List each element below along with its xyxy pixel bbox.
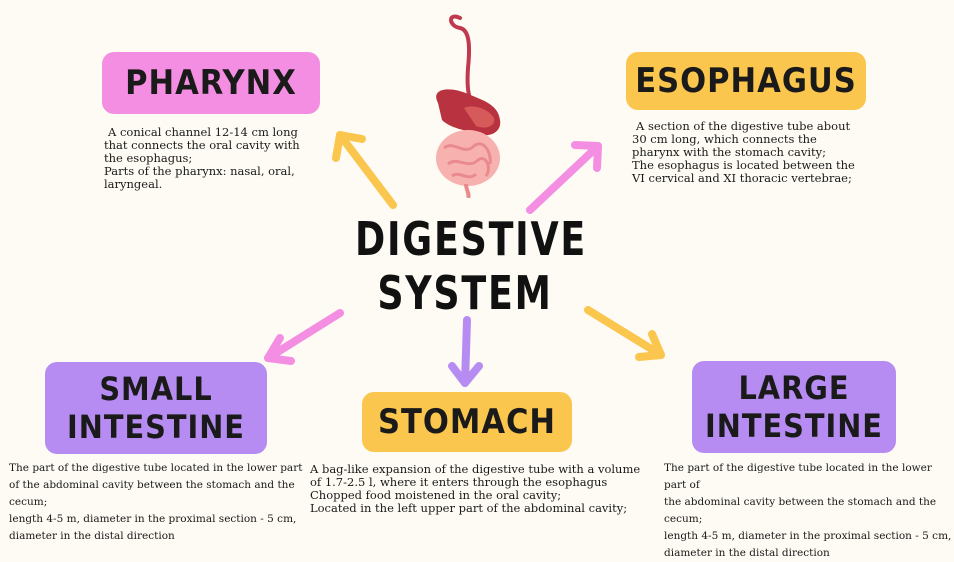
arrow-to-esophagus: [530, 145, 598, 210]
diagram-title: DIGESTIVE SYSTEM: [340, 212, 590, 320]
small-intestine-desc-line: cecum;: [9, 494, 309, 511]
large-intestine-description: The part of the digestive tube located i…: [664, 460, 954, 562]
arrow-to-pharynx: [336, 135, 393, 205]
small-intestine-desc-line: The part of the digestive tube located i…: [9, 460, 309, 477]
esophagus-label-text: ESOPHAGUS: [635, 61, 857, 101]
large-intestine-label-line-1: LARGE: [738, 369, 849, 407]
large-intestine-label-line-2: INTESTINE: [705, 407, 883, 445]
large-intestine-desc-line: the abdominal cavity between the stomach…: [664, 494, 954, 511]
stomach-label: STOMACH: [362, 392, 572, 452]
stomach-label-text: STOMACH: [378, 402, 556, 442]
large-intestine-desc-line: The part of the digestive tube located i…: [664, 460, 954, 494]
large-intestine-desc-line: diameter in the distal direction: [664, 545, 954, 562]
pharynx-label-text: PHARYNX: [125, 63, 297, 103]
small-intestine-label-line-2: INTESTINE: [67, 408, 245, 446]
stomach-desc-line: Located in the left upper part of the ab…: [310, 502, 655, 515]
large-intestine-desc-line: cecum;: [664, 511, 954, 528]
small-intestine-label: SMALL INTESTINE: [45, 362, 267, 454]
stomach-description: A bag-like expansion of the digestive tu…: [310, 463, 655, 515]
digestive-organs-icon: [420, 8, 515, 198]
large-intestine-label: LARGE INTESTINE: [692, 361, 896, 453]
small-intestine-desc-line: length 4-5 m, diameter in the proximal s…: [9, 511, 309, 528]
arrow-to-small-intestine: [268, 313, 340, 361]
esophagus-desc-line: VI cervical and XI thoracic vertebrae;: [632, 172, 902, 185]
arrow-to-stomach: [452, 320, 479, 383]
title-line-2: SYSTEM: [355, 266, 575, 320]
pharynx-description: A conical channel 12-14 cm long that con…: [104, 126, 334, 191]
large-intestine-desc-line: length 4-5 m, diameter in the proximal s…: [664, 528, 954, 545]
pharynx-label: PHARYNX: [102, 52, 320, 114]
arrow-to-large-intestine: [588, 310, 661, 357]
small-intestine-description: The part of the digestive tube located i…: [9, 460, 309, 545]
esophagus-label: ESOPHAGUS: [626, 52, 866, 110]
small-intestine-label-line-1: SMALL: [99, 370, 212, 408]
small-intestine-desc-line: of the abdominal cavity between the stom…: [9, 477, 309, 494]
title-line-1: DIGESTIVE: [355, 212, 575, 266]
pharynx-desc-line: laryngeal.: [104, 178, 334, 191]
esophagus-description: A section of the digestive tube about 30…: [632, 120, 902, 185]
small-intestine-desc-line: diameter in the distal direction: [9, 528, 309, 545]
